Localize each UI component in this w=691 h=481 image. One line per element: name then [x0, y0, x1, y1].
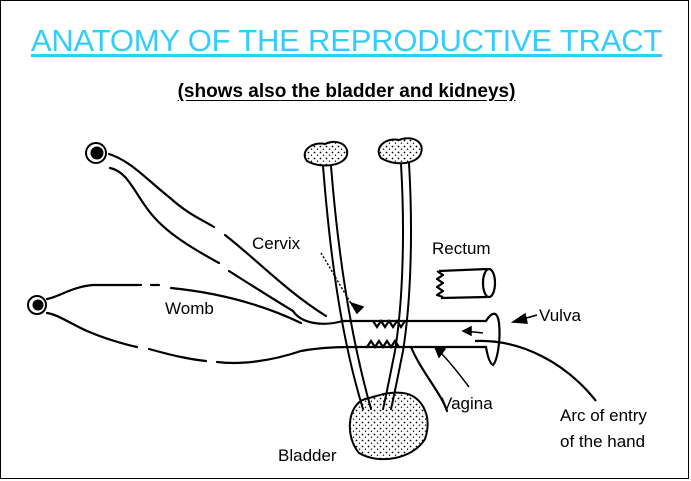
left-ovaries [28, 143, 106, 314]
label-bladder: Bladder [278, 446, 337, 466]
label-rectum: Rectum [432, 239, 491, 259]
upper-horn [109, 154, 343, 324]
ureters [323, 163, 411, 409]
rectum-shape [437, 269, 495, 298]
arc-of-entry-line [475, 341, 596, 401]
label-cervix: Cervix [252, 234, 300, 254]
label-womb: Womb [165, 299, 214, 319]
label-arc-line2: of the hand [560, 432, 645, 452]
label-vagina: Vagina [441, 394, 493, 414]
kidneys [305, 138, 422, 165]
bladder-shape [350, 393, 428, 460]
label-vulva: Vulva [539, 306, 581, 326]
lower-horn [47, 285, 357, 363]
label-arc-line1: Arc of entry [560, 406, 647, 426]
